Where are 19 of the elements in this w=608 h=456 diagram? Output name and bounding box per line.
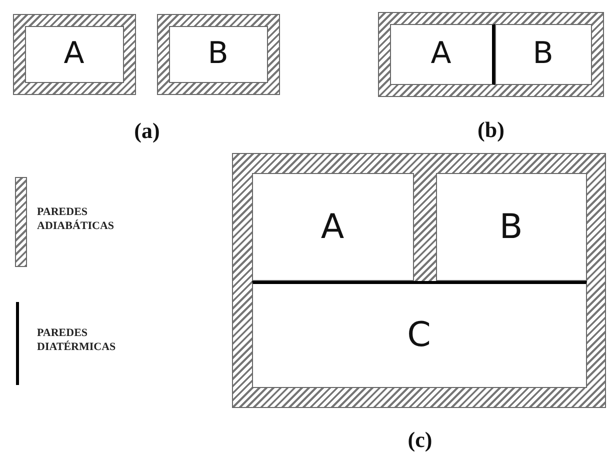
adiabatic-container bbox=[157, 14, 280, 95]
legend-label: PAREDES DIATÉRMICAS bbox=[37, 327, 117, 354]
subsystem-label: B bbox=[499, 210, 523, 244]
subsystem-label: A bbox=[430, 39, 452, 69]
figure-caption: (a) bbox=[134, 120, 160, 142]
legend-label: PAREDES ADIABÁTICAS bbox=[37, 206, 116, 234]
subsystem-label: B bbox=[532, 39, 554, 69]
figure-caption: (b) bbox=[478, 119, 504, 141]
subsystem-region bbox=[252, 172, 414, 280]
subsystem-label: A bbox=[64, 39, 84, 69]
subsystem-region bbox=[436, 172, 586, 280]
subsystem-label: B bbox=[208, 39, 228, 69]
subsystem-region bbox=[252, 280, 586, 388]
adiabatic-container bbox=[13, 14, 136, 95]
subsystem-label: A bbox=[320, 210, 344, 244]
subsystem-label: C bbox=[407, 318, 431, 352]
figure-caption: (c) bbox=[408, 429, 432, 451]
subsystem-region bbox=[390, 24, 494, 84]
subsystem-region bbox=[494, 24, 592, 84]
